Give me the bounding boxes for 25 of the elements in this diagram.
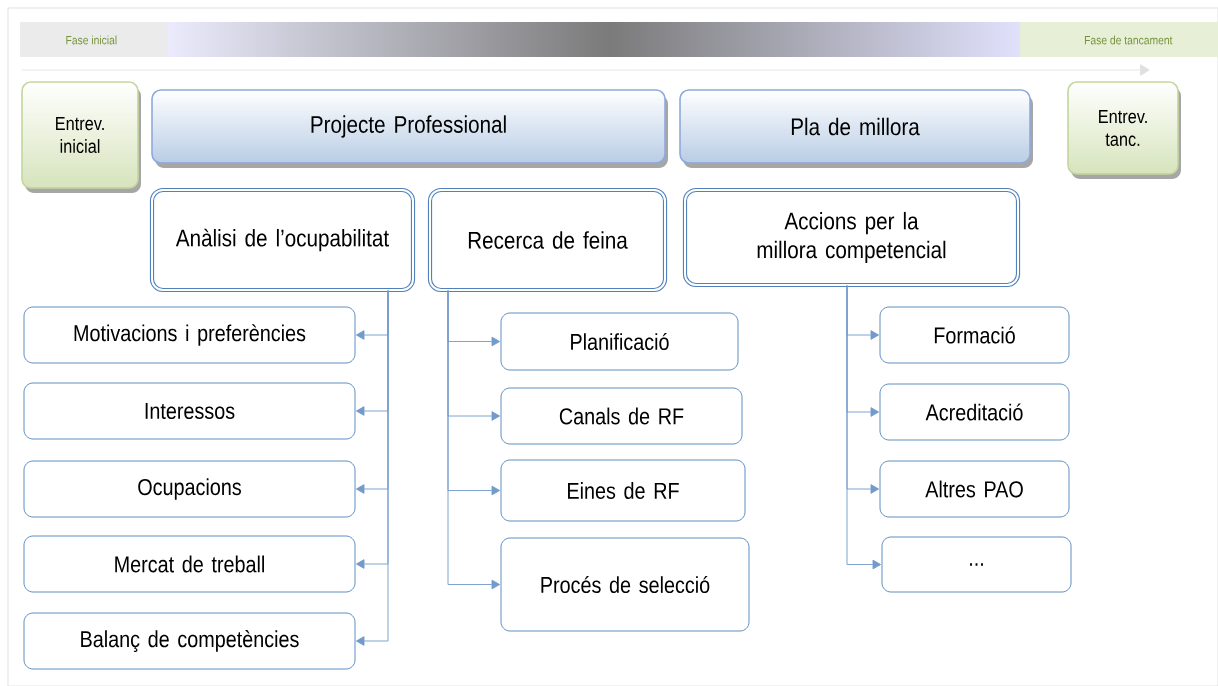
arrow [355,290,389,646]
task-box: Canals de RF [500,387,743,445]
task-box: ... [881,536,1072,593]
task-box: Ocupacions [23,460,356,518]
phase-label: Fase de tancament [1085,35,1173,45]
arrow [846,285,882,570]
phase-label: Fase inicial [66,35,117,45]
task-box: Mercat de treball [23,535,356,593]
task-box: Eines de RF [500,459,746,522]
task-box: Balanç de competències [23,612,356,670]
arrow [447,290,501,590]
task-box: Formació [879,306,1070,364]
task-box: Motivacions i preferències [23,306,356,364]
area-box: Accions per la millora competencial [682,187,1021,288]
area-box: Recerca de feina [427,187,668,293]
task-box: Planificació [500,312,739,371]
stage-box: Projecte Professional [151,89,668,168]
stage-box: Pla de millora [679,89,1033,168]
area-box: Anàlisi de l’ocupabilitat [149,187,416,293]
task-box: Procés de selecció [500,537,750,632]
task-box: Acreditació [879,383,1070,441]
phase-box: Entrev. inicial [21,81,141,193]
task-box: Altres PAO [879,460,1070,518]
phase-box: Entrev. tanc. [1067,81,1181,179]
task-box: Interessos [23,382,356,440]
